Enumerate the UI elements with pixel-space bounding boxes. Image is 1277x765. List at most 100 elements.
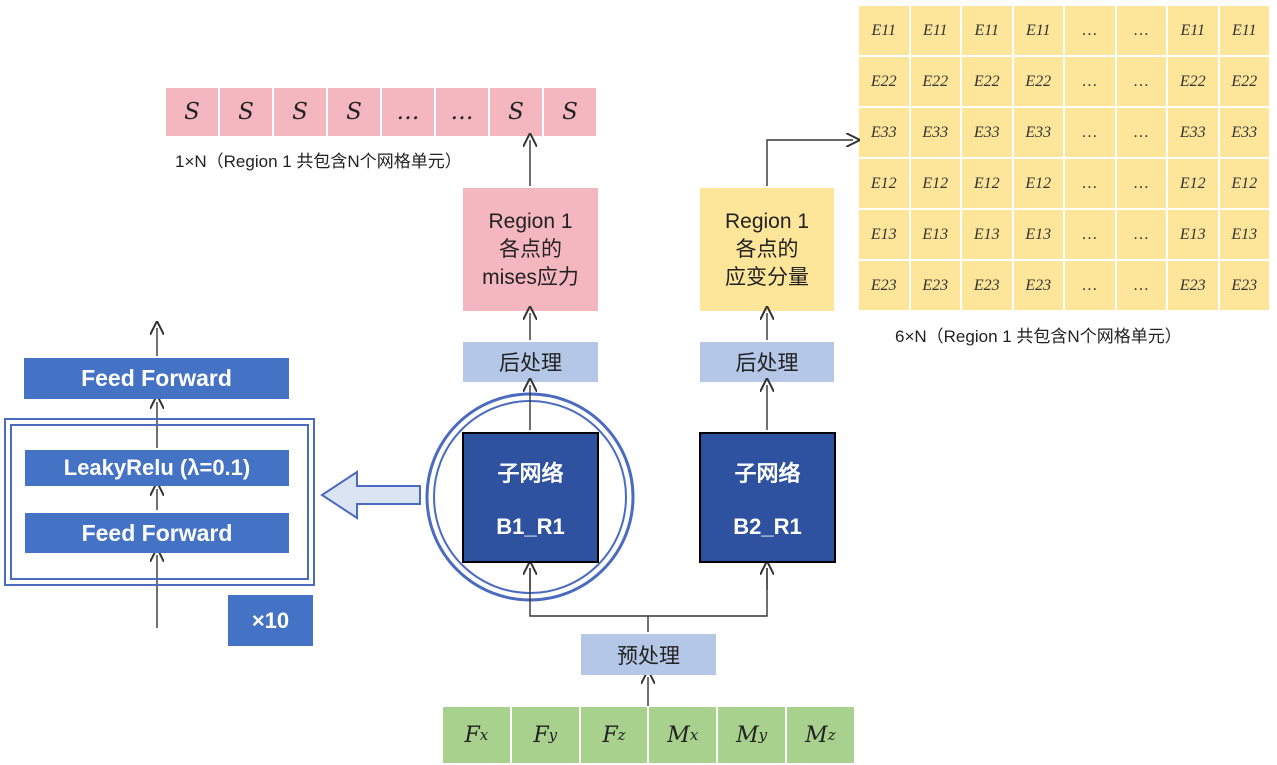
strain-cell: E12 — [1013, 159, 1063, 208]
expand-arrow — [320, 470, 421, 520]
input-symbol: M — [736, 722, 759, 748]
stress-cell: S — [274, 88, 326, 136]
strain-cell: E11 — [910, 6, 960, 55]
subnet1-id: B1_R1 — [496, 513, 565, 539]
stress-box-line-1: Region 1 — [488, 209, 573, 233]
stress-cell: S — [490, 88, 542, 136]
stress-caption: 1×N（Region 1 共包含N个网格单元） — [175, 152, 462, 171]
input-subscript: z — [617, 726, 626, 744]
strain-box-line-2: 各点的 — [735, 237, 799, 261]
subnetwork-b1-r1: 子网络 B1_R1 — [462, 432, 599, 563]
arrow-strain-box-to-grid — [766, 140, 853, 186]
input-symbol: F — [602, 722, 618, 748]
strain-cell: E33 — [1013, 108, 1063, 157]
strain-cell: E23 — [962, 261, 1012, 310]
input-subscript: z — [827, 726, 836, 744]
strain-cell: E12 — [1219, 159, 1269, 208]
strain-cell: E33 — [910, 108, 960, 157]
strain-cell: … — [1116, 261, 1166, 310]
input-subscript: y — [758, 726, 768, 744]
strain-cell: … — [1065, 210, 1115, 259]
strain-cell: … — [1116, 57, 1166, 106]
input-subscript: x — [479, 726, 489, 744]
strain-cell: E12 — [859, 159, 909, 208]
strain-cell: E11 — [1219, 6, 1269, 55]
preprocess-box: 预处理 — [581, 634, 716, 675]
strain-cell: … — [1116, 210, 1166, 259]
strain-cell: E33 — [859, 108, 909, 157]
strain-cell: E12 — [910, 159, 960, 208]
strain-box-line-1: Region 1 — [724, 209, 810, 233]
strain-cell: … — [1065, 159, 1115, 208]
strain-cell: E22 — [1168, 57, 1218, 106]
subnetwork-b2-r1: 子网络 B2_R1 — [699, 432, 836, 563]
stress-cell: … — [382, 88, 434, 136]
input-symbol: M — [667, 722, 690, 748]
strain-cell: E33 — [1168, 108, 1218, 157]
input-symbol: M — [805, 722, 828, 748]
strain-cell: E23 — [1013, 261, 1063, 310]
stress-result-box: Region 1 各点的 mises应力 — [463, 188, 598, 311]
strain-cell: E13 — [859, 210, 909, 259]
strain-cell: E11 — [859, 6, 909, 55]
strain-cell: E13 — [1168, 210, 1218, 259]
strain-cell: … — [1116, 6, 1166, 55]
repeat-block-inner-frame — [10, 424, 309, 580]
strain-cell: E22 — [1013, 57, 1063, 106]
stress-cell: … — [436, 88, 488, 136]
subnet2-id: B2_R1 — [733, 513, 802, 539]
strain-result-box: Region 1 各点的 应变分量 — [700, 188, 834, 311]
feed-forward-top: Feed Forward — [24, 358, 289, 399]
subnet2-title: 子网络 — [734, 461, 801, 487]
repeat-block-frame — [4, 418, 315, 586]
strain-cell: E13 — [962, 210, 1012, 259]
stress-box-line-3: mises应力 — [482, 265, 579, 289]
stress-box-line-2: 各点的 — [499, 237, 562, 261]
strain-cell: E13 — [1013, 210, 1063, 259]
strain-cell: … — [1065, 6, 1115, 55]
stress-cell: S — [166, 88, 218, 136]
input-symbol: F — [533, 722, 549, 748]
feed-forward-inner: Feed Forward — [25, 513, 289, 553]
strain-cell: … — [1065, 57, 1115, 106]
input-subscript: y — [548, 726, 558, 744]
input-symbol: F — [464, 722, 480, 748]
stress-cell: S — [220, 88, 272, 136]
strain-cell: E11 — [1013, 6, 1063, 55]
strain-cell: E22 — [1219, 57, 1269, 106]
repeat-count-badge: ×10 — [228, 595, 313, 646]
strain-cell: E33 — [1219, 108, 1269, 157]
strain-box-line-3: 应变分量 — [725, 265, 809, 289]
strain-cell: E23 — [859, 261, 909, 310]
input-subscript: x — [689, 726, 699, 744]
strain-cell: E22 — [859, 57, 909, 106]
strain-cell: … — [1065, 108, 1115, 157]
strain-cell: E33 — [962, 108, 1012, 157]
strain-caption: 6×N（Region 1 共包含N个网格单元） — [895, 327, 1182, 346]
strain-cell: E12 — [1168, 159, 1218, 208]
subnet1-title: 子网络 — [497, 461, 564, 487]
leaky-relu-layer: LeakyRelu (λ=0.1) — [25, 450, 289, 486]
strain-cell: E13 — [1219, 210, 1269, 259]
postprocess-box-1: 后处理 — [463, 342, 598, 382]
strain-cell: E23 — [910, 261, 960, 310]
strain-cell: … — [1116, 159, 1166, 208]
stress-cell: S — [544, 88, 596, 136]
strain-cell: E22 — [962, 57, 1012, 106]
strain-cell: E11 — [962, 6, 1012, 55]
strain-cell: … — [1065, 261, 1115, 310]
stress-cell: S — [328, 88, 380, 136]
strain-cell: E11 — [1168, 6, 1218, 55]
strain-cell: E13 — [910, 210, 960, 259]
strain-cell: E23 — [1219, 261, 1269, 310]
postprocess-box-2: 后处理 — [700, 342, 834, 382]
strain-cell: E22 — [910, 57, 960, 106]
strain-cell: E23 — [1168, 261, 1218, 310]
strain-cell: … — [1116, 108, 1166, 157]
